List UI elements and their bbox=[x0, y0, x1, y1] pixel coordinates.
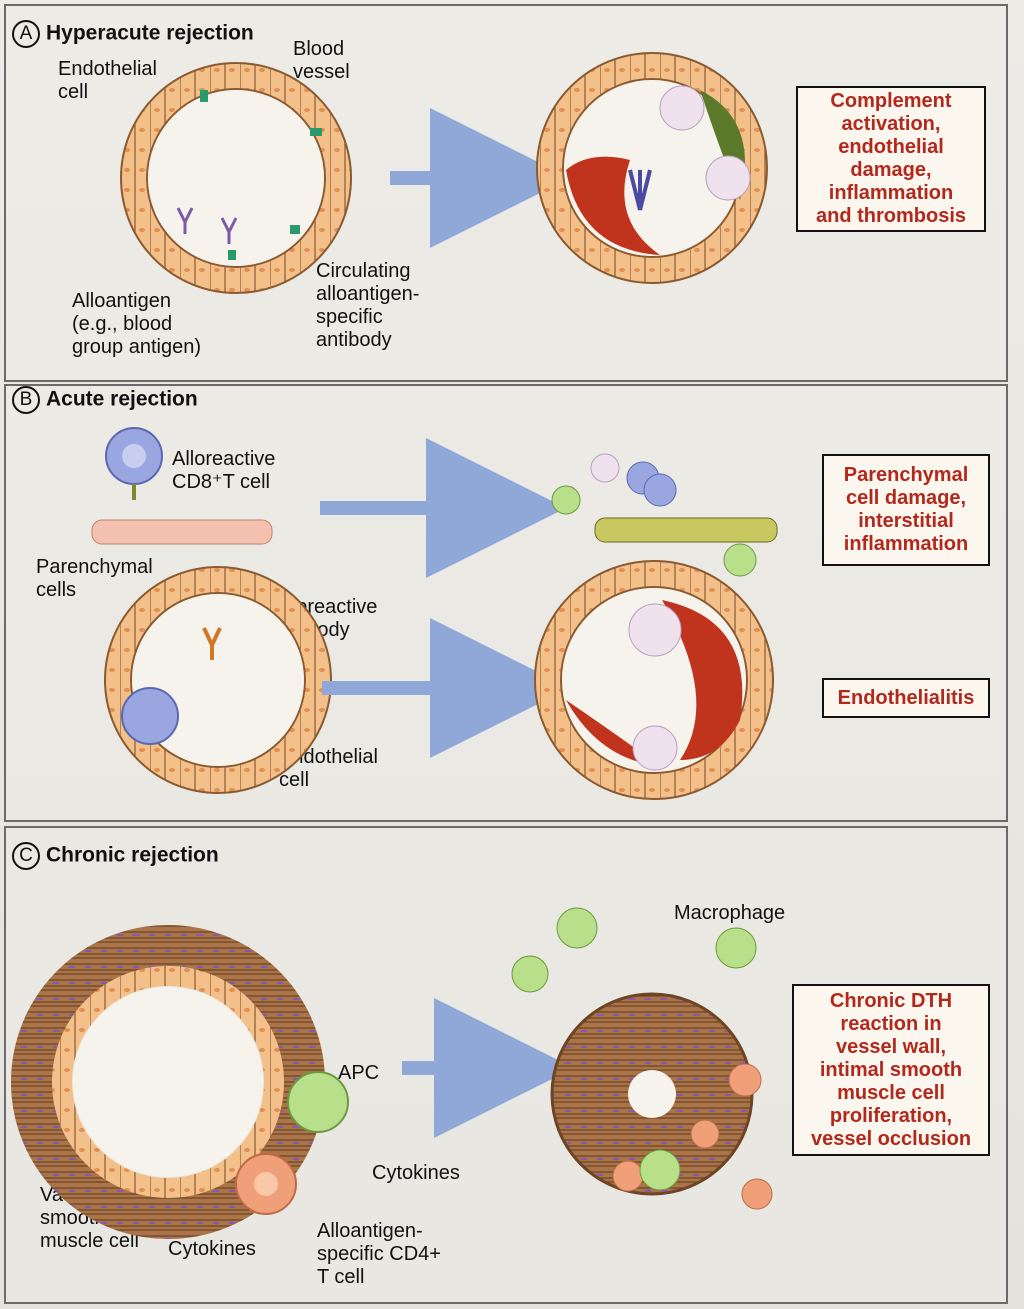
result-box-hyperacute: Complement activation, endothelial damag… bbox=[796, 86, 986, 232]
label-macrophage: Macrophage bbox=[674, 902, 786, 924]
label-circulating-antibody: Circulating alloantigen- specific antibo… bbox=[316, 260, 420, 351]
parenchymal-damage-b bbox=[551, 453, 778, 577]
label-cytokines-left: Cytokines bbox=[168, 1238, 256, 1260]
vessel-endothelialitis-b bbox=[534, 560, 774, 800]
panel-c-title-text: Chronic rejection bbox=[46, 843, 219, 867]
label-alloantigen: Alloantigen (e.g., blood group antigen) bbox=[72, 290, 201, 358]
parenchymal-cells-b bbox=[91, 519, 273, 545]
result-box-endothelialitis: Endothelialitis bbox=[822, 678, 990, 718]
panel-c-letter: C bbox=[12, 842, 40, 870]
label-cd4-t-cell: Alloantigen- specific CD4+ T cell bbox=[317, 1220, 441, 1288]
vessel-normal-b bbox=[104, 566, 332, 794]
label-endothelial-cell-a: Endothelial cell bbox=[58, 58, 157, 103]
label-blood-vessel: Blood vessel bbox=[293, 38, 350, 83]
panel-a-title-text: Hyperacute rejection bbox=[46, 21, 254, 45]
label-cd8-t-cell: Alloreactive CD8⁺T cell bbox=[172, 448, 276, 493]
label-parenchymal-cells: Parenchymal cells bbox=[36, 556, 153, 601]
panel-a-letter: A bbox=[12, 20, 40, 48]
vessel-damaged-a bbox=[536, 52, 768, 284]
label-cytokines-right: Cytokines bbox=[372, 1162, 460, 1184]
vessel-occluded-c bbox=[511, 907, 773, 1210]
result-box-chronic: Chronic DTH reaction in vessel wall, int… bbox=[792, 984, 990, 1156]
apc-cell-c bbox=[287, 1071, 349, 1133]
panel-b-title-text: Acute rejection bbox=[46, 387, 198, 411]
panel-b-letter: B bbox=[12, 386, 40, 414]
vessel-normal-a bbox=[120, 62, 352, 294]
result-box-acute-parenchymal: Parenchymal cell damage, interstitial in… bbox=[822, 454, 990, 566]
label-apc: APC bbox=[338, 1062, 380, 1084]
cd4-t-cell-c bbox=[235, 1153, 297, 1215]
cd8-t-cell-b bbox=[105, 427, 163, 500]
